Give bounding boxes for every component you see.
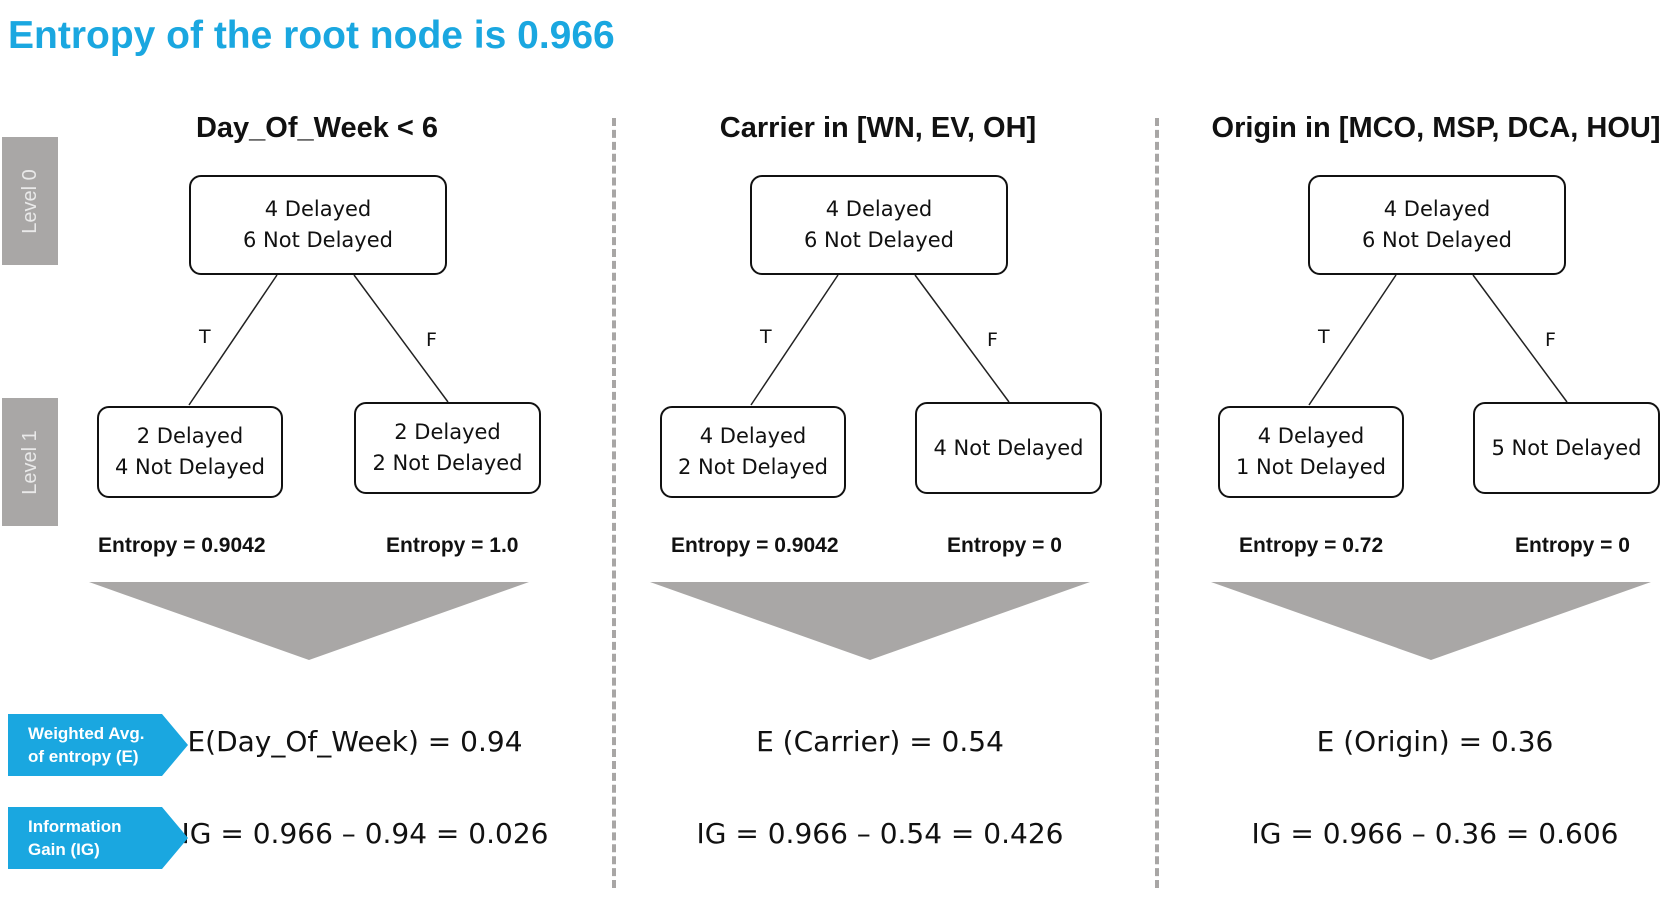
right-entropy: Entropy = 0 [1515,534,1630,557]
right-line-1: 4 Not Delayed [933,435,1084,460]
right-line-1: 2 Delayed [394,420,501,444]
left-entropy: Entropy = 0.9042 [98,534,266,557]
right-node: 2 Delayed 2 Not Delayed [354,402,541,494]
weighted-entropy: E (Carrier) = 0.54 [756,725,1004,758]
root-node: 4 Delayed 6 Not Delayed [750,175,1008,275]
tag-arrow-shape [8,714,188,776]
weighted-entropy: E(Day_Of_Week) = 0.94 [187,725,523,758]
left-line-1: 4 Delayed [699,424,807,448]
root-line-1: 4 Delayed [1383,197,1491,221]
tag-line-1: Information [28,817,122,836]
left-line-2: 2 Not Delayed [678,455,828,479]
right-node: 5 Not Delayed [1473,402,1660,494]
right-line-1: 5 Not Delayed [1491,435,1642,460]
column-divider-2 [1155,118,1159,888]
tag-line-2: of entropy (E) [28,747,139,766]
split-title: Origin in [MCO, MSP, DCA, HOU] [1211,112,1661,144]
edge-f [1472,274,1568,403]
weighted-avg-tag: Weighted Avg. of entropy (E) [8,714,188,776]
weighted-entropy: E (Origin) = 0.36 [1316,725,1554,758]
left-line-1: 4 Delayed [1257,424,1365,448]
right-line-2: 2 Not Delayed [372,451,523,475]
level-1-tab: Level 1 [2,398,58,526]
left-node: 2 Delayed 4 Not Delayed [97,406,283,498]
information-gain: IG = 0.966 – 0.36 = 0.606 [1251,817,1619,850]
left-node: 4 Delayed 1 Not Delayed [1218,406,1404,498]
tag-line-2: Gain (IG) [28,840,100,859]
left-entropy: Entropy = 0.72 [1239,534,1384,557]
tag-text: Information Gain (IG) [28,807,122,869]
root-line-1: 4 Delayed [264,197,372,221]
edge-t [750,274,839,406]
left-line-1: 2 Delayed [136,424,244,448]
root-node: 4 Delayed 6 Not Delayed [189,175,447,275]
root-line-1: 4 Delayed [825,197,933,221]
true-label: T [760,326,772,348]
funnel-arrow [89,582,529,660]
page-title: Entropy of the root node is 0.966 [8,14,615,57]
edge-f [914,274,1010,403]
true-label: T [1318,326,1330,348]
false-label: F [426,329,437,351]
left-line-2: 4 Not Delayed [115,455,265,479]
split-title: Day_Of_Week < 6 [195,112,439,144]
false-label: F [987,329,998,351]
information-gain: IG = 0.966 – 0.94 = 0.026 [181,817,549,850]
root-line-2: 6 Not Delayed [1362,228,1512,252]
right-entropy: Entropy = 1.0 [386,534,519,557]
funnel-arrow [650,582,1090,660]
left-node: 4 Delayed 2 Not Delayed [660,406,846,498]
tag-text: Weighted Avg. of entropy (E) [28,714,145,776]
funnel-arrow [1211,582,1651,660]
split-title: Carrier in [WN, EV, OH] [719,112,1037,144]
edge-f [353,274,449,403]
information-gain: IG = 0.966 – 0.54 = 0.426 [696,817,1064,850]
right-entropy: Entropy = 0 [947,534,1062,557]
right-node: 4 Not Delayed [915,402,1102,494]
true-label: T [199,326,211,348]
column-divider-1 [612,118,616,888]
tag-arrow-shape [8,807,188,869]
information-gain-tag: Information Gain (IG) [8,807,188,869]
root-line-2: 6 Not Delayed [804,228,954,252]
false-label: F [1545,329,1556,351]
level-0-tab: Level 0 [2,137,58,265]
left-line-2: 1 Not Delayed [1236,455,1386,479]
edge-t [1308,274,1397,406]
edge-t [188,274,278,406]
tag-line-1: Weighted Avg. [28,724,145,743]
left-entropy: Entropy = 0.9042 [671,534,839,557]
root-node: 4 Delayed 6 Not Delayed [1308,175,1566,275]
root-line-2: 6 Not Delayed [243,228,393,252]
